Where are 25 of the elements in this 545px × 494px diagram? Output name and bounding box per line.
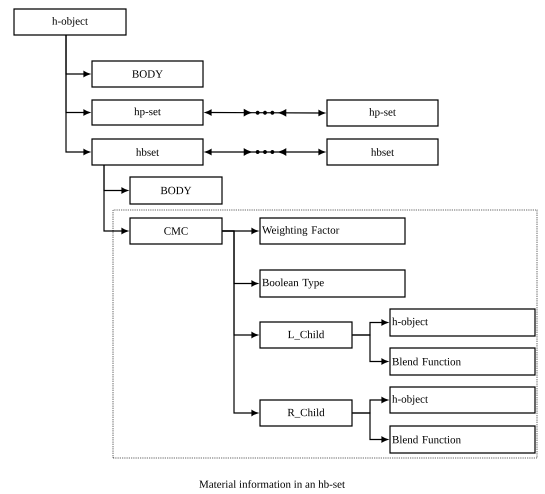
box: hbset (326, 138, 439, 166)
box: R_Child (259, 399, 353, 427)
box: L_Child (259, 321, 353, 349)
box: BODY (129, 176, 223, 205)
box: BODY (91, 60, 204, 88)
box: h-object (389, 386, 536, 414)
box: hp-set (91, 99, 204, 126)
arrow (222, 230, 258, 416)
box: hbset (91, 138, 204, 166)
arrow (103, 165, 128, 234)
dotted-frame (112, 210, 538, 458)
box: Blend Function (389, 425, 536, 454)
box: h-object (389, 308, 536, 337)
box: CMC (129, 217, 223, 245)
arrow (205, 109, 325, 116)
caption: Material information in an hb-set (199, 480, 345, 488)
arrow (65, 35, 90, 155)
box: Boolean Type (259, 269, 406, 298)
arrow (352, 334, 388, 364)
box: Weighting Factor (259, 217, 406, 245)
box: hp-set (326, 99, 439, 127)
arrow (205, 148, 325, 156)
arrow (352, 412, 388, 442)
box: Blend Function (389, 347, 536, 376)
box: h-object (13, 8, 127, 36)
